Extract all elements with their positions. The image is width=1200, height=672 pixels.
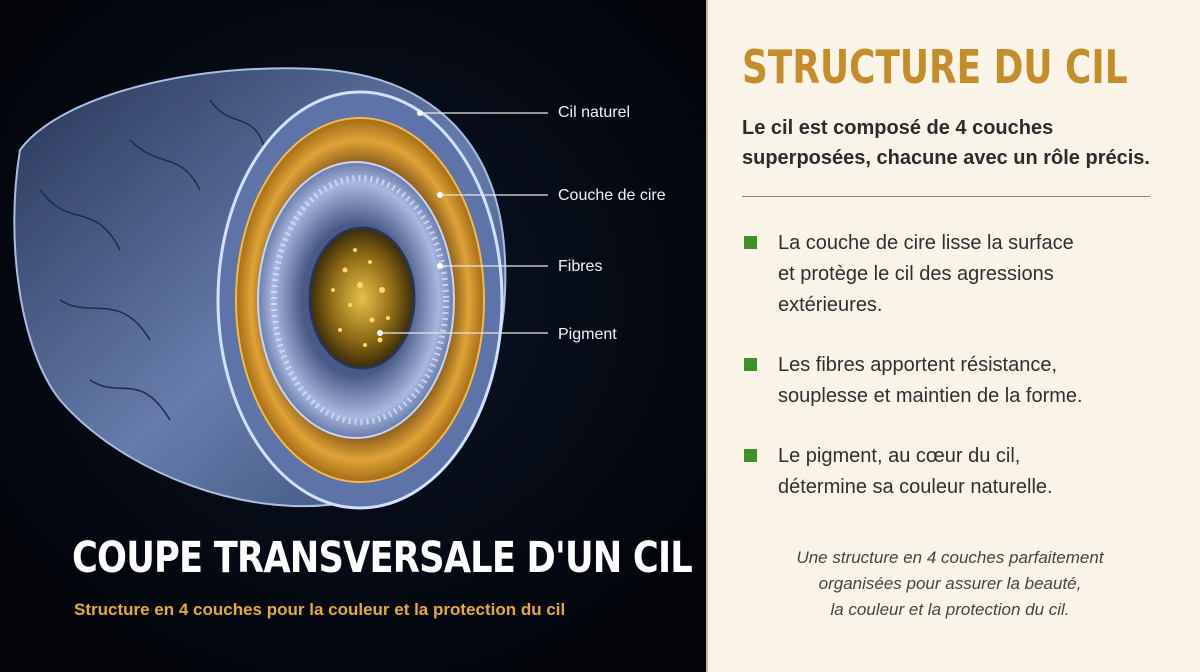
callout-cil-naturel: Cil naturel [558,104,631,121]
leader-lines [380,112,548,334]
bullet-line: La couche de cire lisse la surface [778,232,1074,254]
footer-line: organisées pour assurer la beauté, [818,574,1082,593]
bullet-line: souplesse et maintien de la forme. [778,385,1083,407]
bullet-text: La couche de cire lisse la surface et pr… [778,228,1158,321]
callout-pigment: Pigment [558,326,617,343]
panel-intro: Le cil est composé de 4 couches superpos… [742,113,1162,173]
bullet-text: Les fibres apportent résistance, souples… [778,350,1158,412]
intro-line: Le cil est composé de 4 couches [742,117,1054,139]
illustration-panel: Cil naturel Couche de cire Fibres Pigmen… [0,0,706,672]
bullet-line: détermine sa couleur naturelle. [778,476,1053,498]
leader-dots [377,110,443,336]
footer-line: Une structure en 4 couches parfaitement [796,548,1104,567]
eyelash-cross-section-illustration [0,0,706,672]
bullet-line: Le pigment, au cœur du cil, [778,445,1021,467]
pigment-granules [331,248,390,347]
panel-title: STRUCTURE DU CIL [742,40,1128,94]
bullet-square-icon [744,358,757,371]
bullet-line: extérieures. [778,294,883,316]
diagram-title: COUPE TRANSVERSALE D'UN CIL [72,533,693,583]
diagram-subtitle: Structure en 4 couches pour la couleur e… [74,600,566,619]
callout-fibres: Fibres [558,258,603,275]
bullet-square-icon [744,449,757,462]
fibres-texture [271,175,449,425]
intro-line: superposées, chacune avec un rôle précis… [742,147,1150,169]
panel-divider [706,0,708,672]
info-panel [708,0,1200,672]
bullet-line: Les fibres apportent résistance, [778,354,1058,376]
footer-line: la couleur et la protection du cil. [830,600,1070,619]
separator-rule [742,196,1150,197]
bullet-square-icon [744,236,757,249]
panel-footer: Une structure en 4 couches parfaitement … [745,545,1155,623]
shaft-texture [39,99,266,421]
bullet-line: et protège le cil des agressions [778,263,1054,285]
bullet-text: Le pigment, au cœur du cil, détermine sa… [778,441,1158,503]
callout-couche-de-cire: Couche de cire [558,187,666,204]
pigment-core [308,226,416,370]
